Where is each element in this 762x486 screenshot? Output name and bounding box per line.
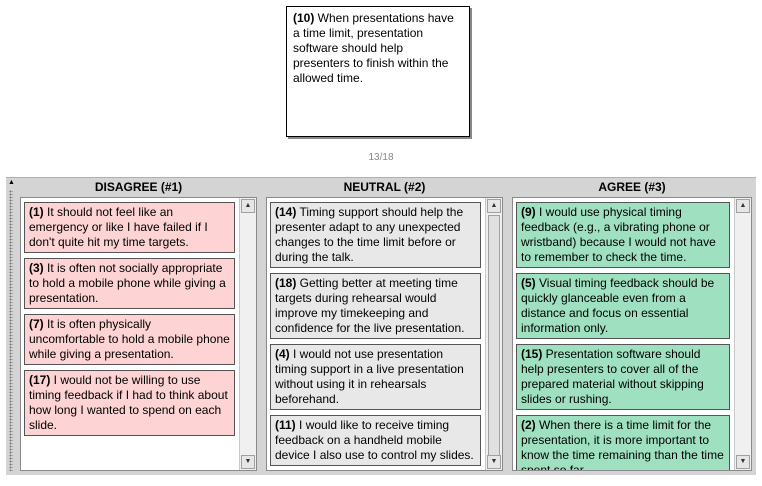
card-number: (5) (521, 276, 536, 290)
statement-card[interactable]: (14) Timing support should help the pres… (270, 202, 481, 268)
card-list-disagree[interactable]: (1) It should not feel like an emergency… (20, 197, 257, 471)
card-number: (3) (29, 261, 44, 275)
column-disagree: DISAGREE (#1) (1) It should not feel lik… (16, 178, 261, 475)
card-number: (15) (521, 347, 543, 361)
scroll-up-icon[interactable]: ▲ (487, 199, 501, 213)
card-text: When there is a time limit for the prese… (521, 418, 724, 471)
card-text: Visual timing feedback should be quickly… (521, 276, 715, 335)
grip-up-arrow-icon: ▲ (8, 179, 15, 186)
card-text: It is often not socially appropriate to … (29, 261, 226, 305)
card-number: (2) (521, 418, 536, 432)
statement-card[interactable]: (5) Visual timing feedback should be qui… (516, 273, 730, 339)
statement-card[interactable]: (2) When there is a time limit for the p… (516, 415, 730, 471)
statement-card[interactable]: (18) Getting better at meeting time targ… (270, 273, 481, 339)
scroll-down-icon[interactable]: ▼ (241, 455, 255, 469)
card-number: (17) (29, 373, 51, 387)
column-header-agree: AGREE (#3) (598, 180, 666, 194)
sorting-board: ▲ DISAGREE (#1) (1) It should not feel l… (6, 177, 756, 475)
card-text: I would not be willing to use timing fee… (29, 373, 228, 432)
statement-card[interactable]: (7) It is often physically uncomfortable… (24, 314, 235, 365)
scroll-up-icon[interactable]: ▲ (241, 199, 255, 213)
card-number: (1) (29, 205, 44, 219)
column-header-neutral: NEUTRAL (#2) (343, 180, 426, 194)
current-statement-number: (10) (293, 11, 315, 25)
scroll-down-icon[interactable]: ▼ (487, 455, 501, 469)
card-text: It should not feel like an emergency or … (29, 205, 208, 249)
scrollbar-agree[interactable]: ▲ ▼ (734, 198, 751, 470)
statement-card[interactable]: (11) I would like to receive timing feed… (270, 415, 481, 466)
panel-grip[interactable]: ▲ (6, 178, 16, 475)
card-list-neutral[interactable]: (14) Timing support should help the pres… (266, 197, 503, 471)
card-text: Getting better at meeting time targets d… (275, 276, 465, 335)
current-statement-card[interactable]: (10) When presentations have a time limi… (286, 6, 470, 137)
card-text: It is often physically uncomfortable to … (29, 317, 230, 361)
column-neutral: NEUTRAL (#2) (14) Timing support should … (262, 178, 507, 475)
statement-card[interactable]: (3) It is often not socially appropriate… (24, 258, 235, 309)
scrollbar-disagree[interactable]: ▲ ▼ (239, 198, 256, 470)
card-number: (9) (521, 205, 536, 219)
current-statement-text: When presentations have a time limit, pr… (293, 11, 454, 85)
card-text: I would use physical timing feedback (e.… (521, 205, 716, 264)
statement-card[interactable]: (17) I would not be willing to use timin… (24, 370, 235, 436)
card-list-agree[interactable]: (9) I would use physical timing feedback… (512, 197, 752, 471)
column-header-disagree: DISAGREE (#1) (94, 180, 183, 194)
statement-card[interactable]: (9) I would use physical timing feedback… (516, 202, 730, 268)
statement-card[interactable]: (1) It should not feel like an emergency… (24, 202, 235, 253)
scroll-down-icon[interactable]: ▼ (736, 455, 750, 469)
card-text: I would like to receive timing feedback … (275, 418, 474, 462)
card-text: Timing support should help the presenter… (275, 205, 464, 264)
scrollbar-neutral[interactable]: ▲ ▼ (485, 198, 502, 470)
card-number: (18) (275, 276, 297, 290)
card-text: I would not use presentation timing supp… (275, 347, 464, 406)
grip-dots-icon (9, 190, 13, 471)
card-number: (4) (275, 347, 290, 361)
scroll-up-icon[interactable]: ▲ (736, 199, 750, 213)
card-number: (7) (29, 317, 44, 331)
card-number: (11) (275, 418, 296, 432)
progress-counter: 13/18 (368, 152, 394, 163)
column-agree: AGREE (#3) (9) I would use physical timi… (508, 178, 756, 475)
statement-card[interactable]: (4) I would not use presentation timing … (270, 344, 481, 410)
statement-card[interactable]: (15) Presentation software should help p… (516, 344, 730, 410)
card-text: Presentation software should help presen… (521, 347, 704, 406)
scroll-thumb[interactable] (488, 215, 500, 465)
card-number: (14) (275, 205, 297, 219)
